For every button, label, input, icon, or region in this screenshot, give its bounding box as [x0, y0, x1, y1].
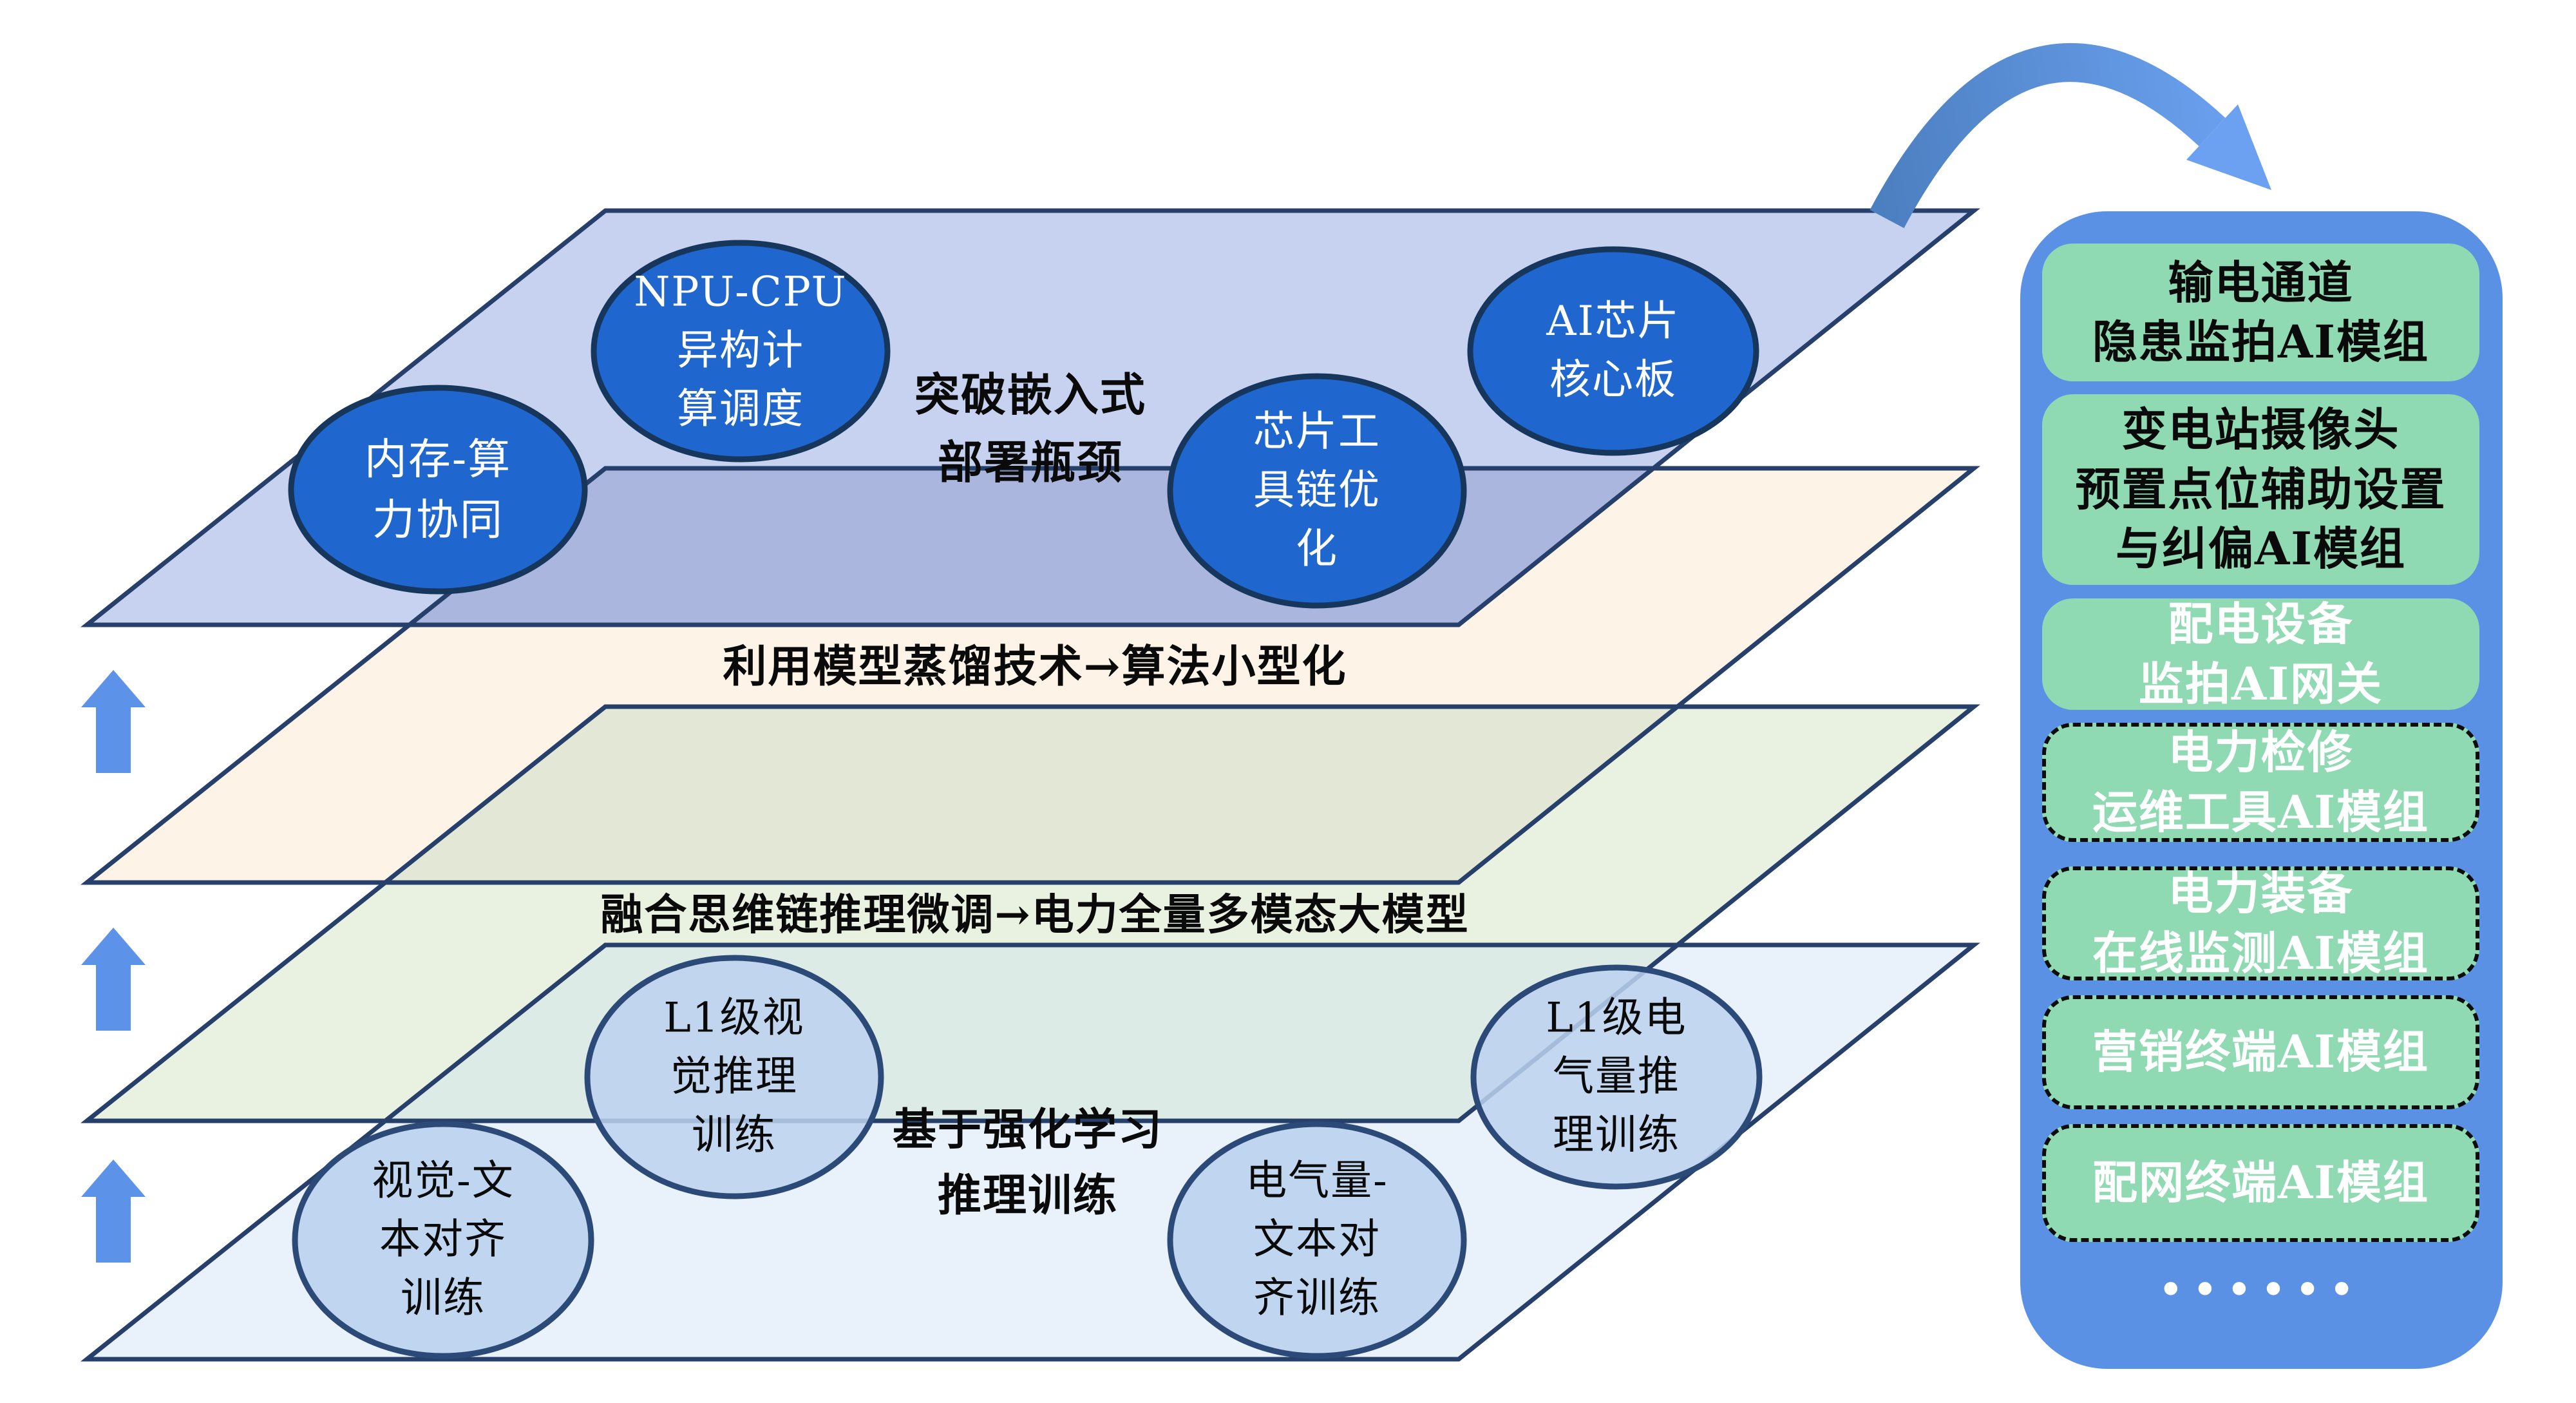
- ellipse-electrical-text-alignment: [1167, 1121, 1467, 1359]
- ellipse-vision-text-alignment-label: 视觉-文 本对齐 训练: [372, 1157, 515, 1322]
- layer-chip-outline: [80, 208, 1980, 627]
- module-distribution-terminal: 配网终端AI模组: [2042, 1124, 2479, 1242]
- ellipse-chip-toolchain: [1167, 373, 1467, 609]
- layer-training-outline: [80, 942, 1980, 1362]
- module-distribution-terminal-label: 配网终端AI模组: [2092, 1156, 2430, 1210]
- ellipse-vision-text-alignment: [292, 1121, 594, 1359]
- ellipse-l1-electrical-reasoning-label: L1级电 气量推 理训练: [1546, 994, 1687, 1160]
- module-marketing-terminal: 营销终端AI模组: [2042, 995, 2479, 1109]
- module-equipment-monitoring: 电力装备 在线监测AI模组: [2042, 866, 2479, 980]
- ellipse-npu-cpu-scheduling: [591, 240, 891, 463]
- module-marketing-terminal-label: 营销终端AI模组: [2092, 1025, 2430, 1079]
- layer-finetune-outline: [80, 704, 1980, 1123]
- label-rl-training: 基于强化学习 推理训练: [892, 1104, 1164, 1221]
- ellipse-ai-chip-board-label: AI芯片 核心板: [1546, 298, 1680, 404]
- curved-arrow-head: [2186, 104, 2271, 190]
- layer-distill-outline: [80, 466, 1980, 885]
- curved-arrow-icon: [1870, 43, 2226, 229]
- ellipse-memory-compute-label: 内存-算 力协同: [364, 434, 512, 544]
- ai-module-panel: 输电通道 隐患监拍AI模组 变电站摄像头 预置点位辅助设置 与纠偏AI模组 配电…: [2020, 211, 2503, 1369]
- module-transmission-channel-label: 输电通道 隐患监拍AI模组: [2092, 255, 2430, 368]
- more-modules-ellipsis: ••••••: [2159, 1268, 2364, 1312]
- ellipse-l1-visual-reasoning: [584, 955, 884, 1199]
- up-arrow-icon-2: [81, 928, 146, 1031]
- module-substation-camera: 变电站摄像头 预置点位辅助设置 与纠偏AI模组: [2042, 394, 2479, 585]
- module-substation-camera-label: 变电站摄像头 预置点位辅助设置 与纠偏AI模组: [2075, 403, 2447, 576]
- module-maintenance-tools-label: 电力检修 运维工具AI模组: [2092, 725, 2430, 839]
- ellipse-npu-cpu-scheduling-label: NPU-CPU 异构计 算调度: [634, 268, 848, 434]
- module-equipment-monitoring-label: 电力装备 在线监测AI模组: [2092, 866, 2430, 980]
- ellipse-l1-visual-reasoning-label: L1级视 觉推理 训练: [663, 994, 805, 1160]
- label-embedded-deployment: 突破嵌入式 部署瓶颈: [914, 368, 1146, 489]
- ellipse-chip-toolchain-label: 芯片工 具链优 化: [1253, 408, 1381, 573]
- module-maintenance-tools: 电力检修 运维工具AI模组: [2042, 723, 2479, 842]
- module-transmission-channel: 输电通道 隐患监拍AI模组: [2042, 243, 2479, 381]
- up-arrow-icon-3: [81, 1160, 146, 1263]
- up-arrow-icon-1: [81, 670, 146, 773]
- label-model-distillation: 利用模型蒸馏技术→算法小型化: [723, 641, 1347, 692]
- label-cot-finetune: 融合思维链推理微调→电力全量多模态大模型: [600, 889, 1470, 940]
- ellipse-electrical-text-alignment-label: 电气量- 文本对 齐训练: [1245, 1157, 1388, 1322]
- ellipse-memory-compute: [288, 385, 588, 595]
- module-distribution-gateway-label: 配电设备 监拍AI网关: [2138, 597, 2383, 711]
- layer-overlap-2-3: [385, 707, 1679, 883]
- ellipse-ai-chip-board: [1467, 246, 1759, 456]
- ellipse-l1-electrical-reasoning: [1470, 964, 1763, 1190]
- module-distribution-gateway: 配电设备 监拍AI网关: [2042, 597, 2479, 711]
